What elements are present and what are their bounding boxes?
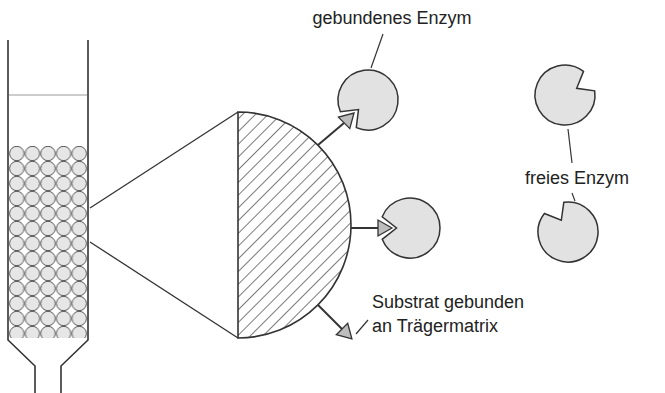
liquid-level	[9, 94, 87, 95]
bead-packing	[9, 146, 87, 338]
leader-line	[371, 34, 383, 68]
column-wall	[61, 40, 88, 393]
bound-enzyme	[382, 198, 440, 258]
zoom-line	[90, 242, 238, 338]
callout-label: gebundenes Enzym	[312, 6, 471, 30]
carrier-matrix	[238, 112, 351, 338]
zoom-line	[90, 112, 238, 208]
linker	[318, 123, 344, 145]
callout-label: freies Enzym	[525, 166, 629, 190]
substrate	[338, 113, 354, 129]
linker	[351, 227, 378, 229]
leader-line	[572, 193, 575, 201]
leader-line	[568, 129, 572, 163]
callout-label: Substrat gebunden an Trägermatrix	[372, 290, 532, 339]
column	[8, 40, 88, 393]
enzyme-group	[338, 65, 598, 262]
column-wall	[8, 40, 35, 393]
free-enzyme	[535, 65, 595, 125]
free-enzyme	[538, 202, 598, 262]
substrate	[336, 323, 352, 339]
linker	[318, 305, 342, 329]
leader-line	[356, 320, 368, 334]
bound-enzyme	[338, 70, 398, 130]
